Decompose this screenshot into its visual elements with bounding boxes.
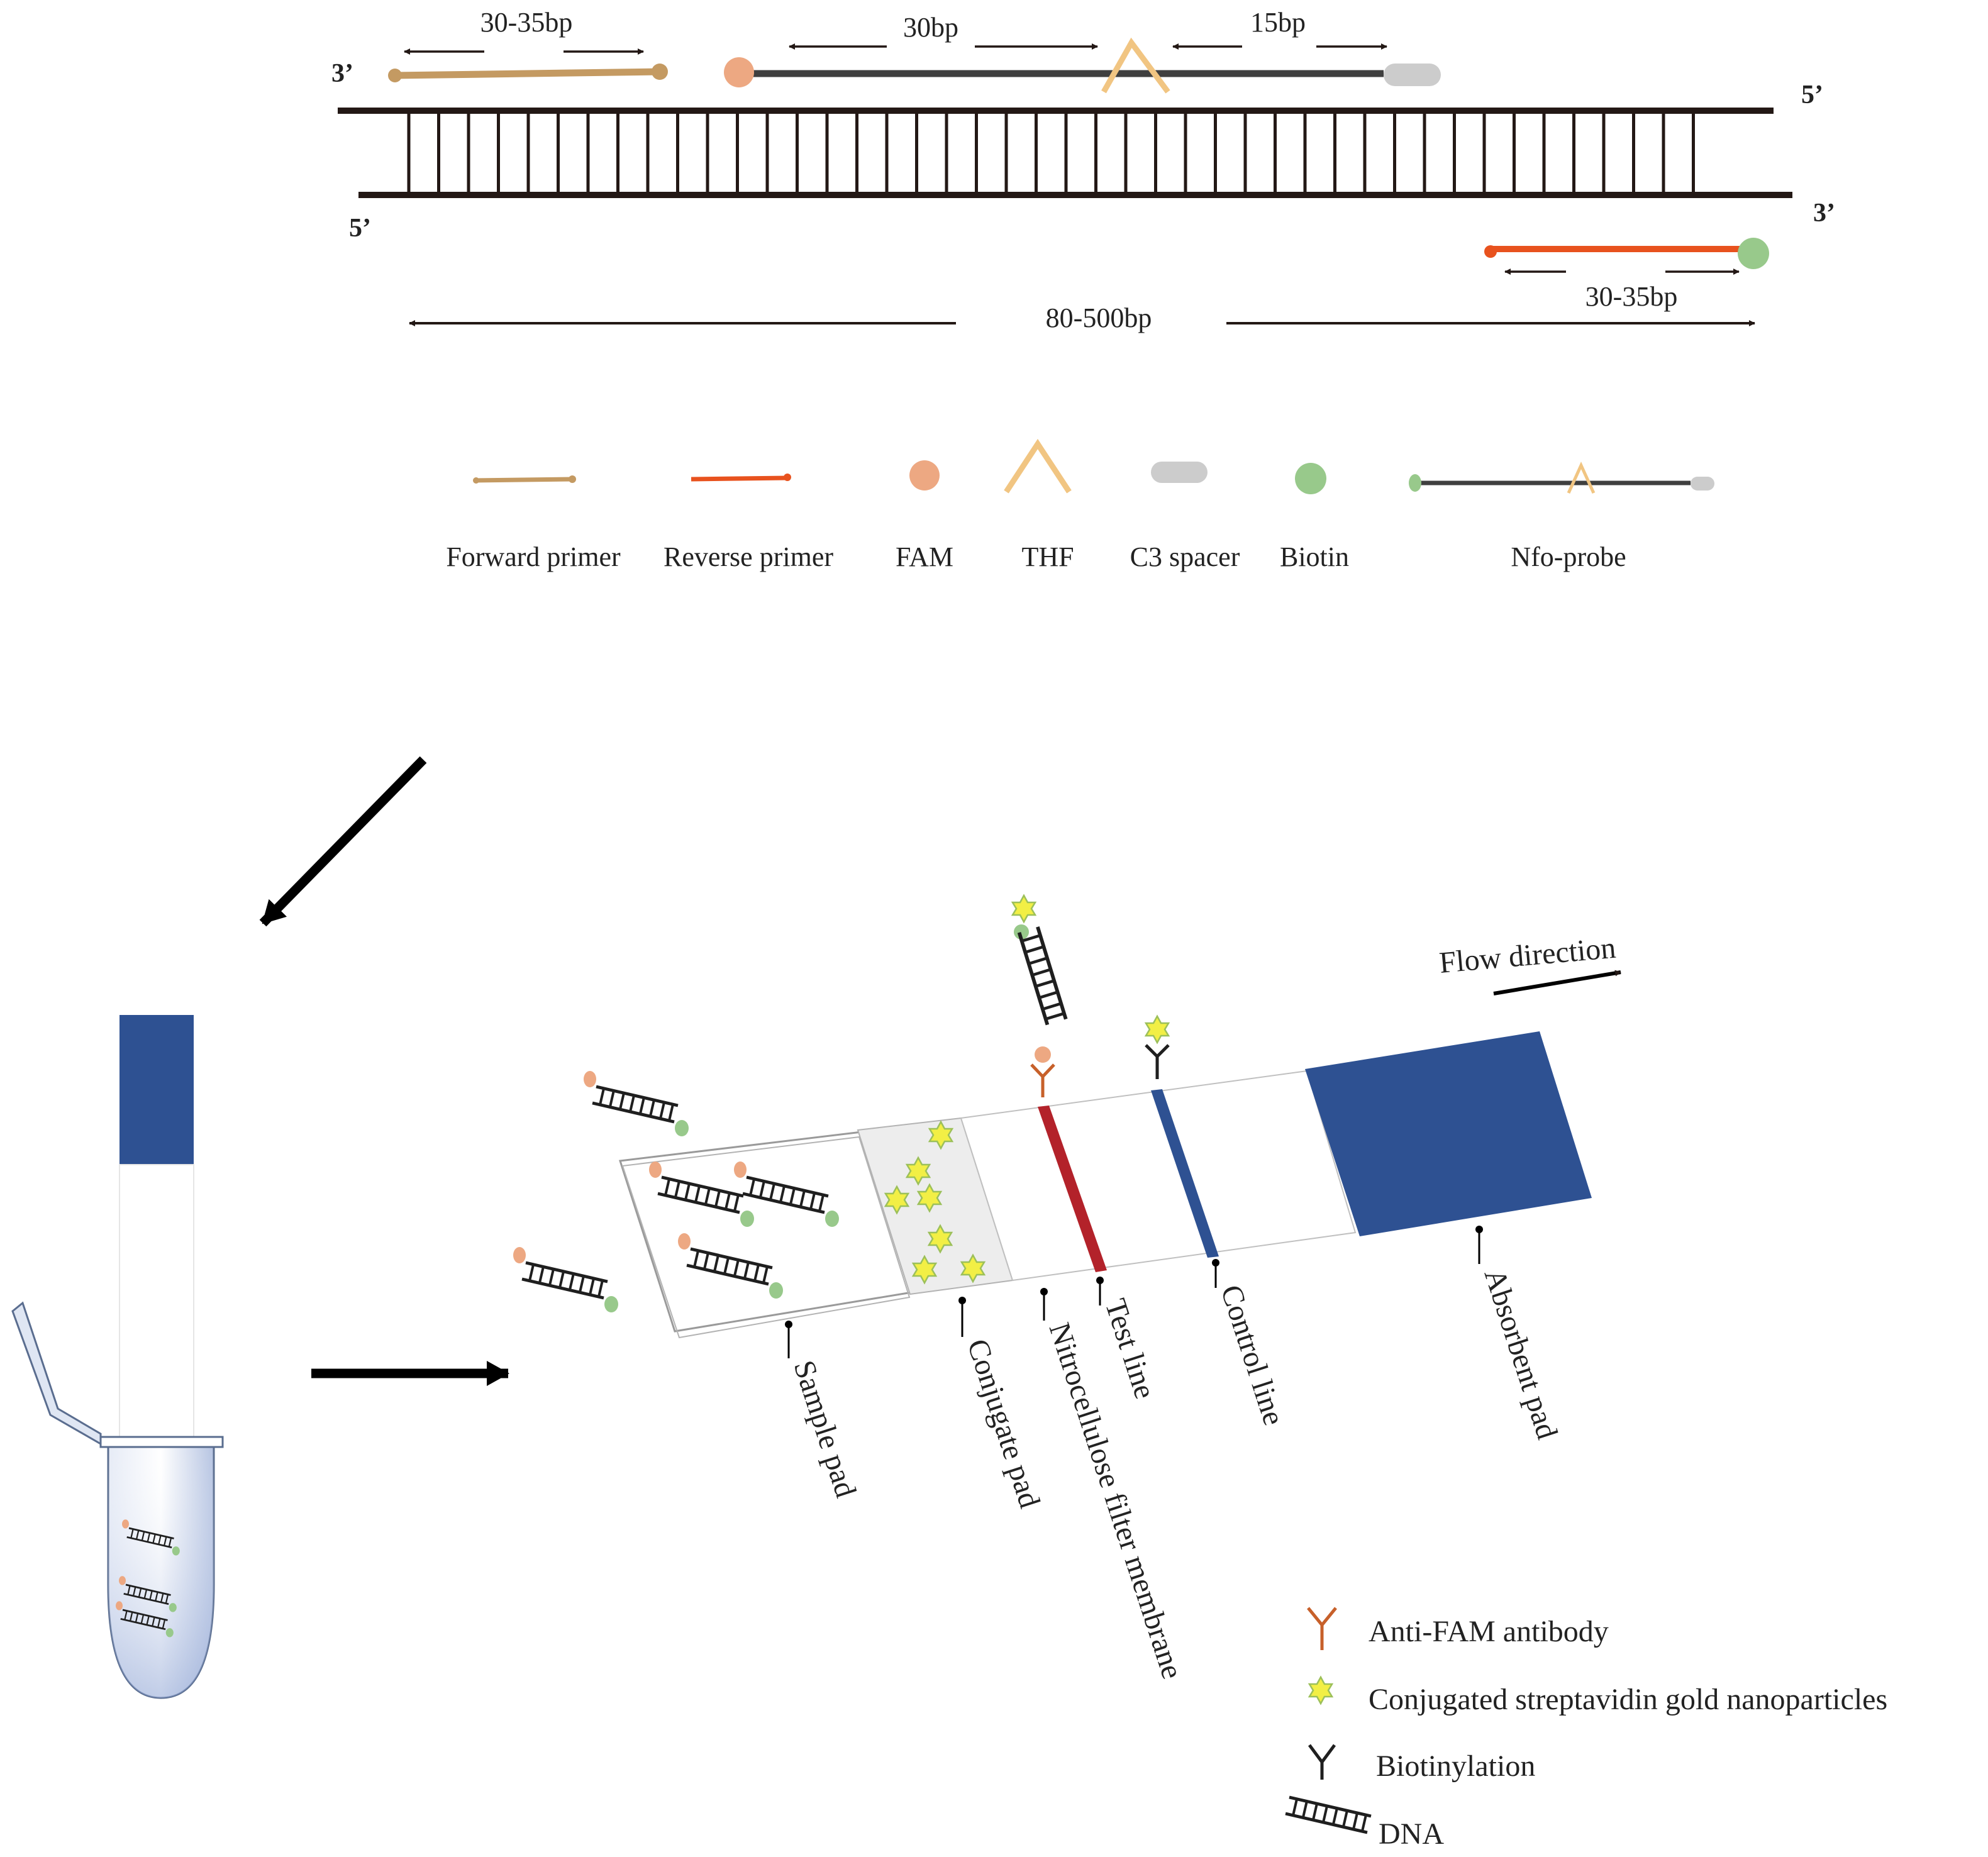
end-label-top-right: 5’ — [1801, 80, 1823, 109]
end-label-top-left: 3’ — [331, 59, 353, 88]
legend-gold-nanoparticles: Conjugated streptavidin gold nanoparticl… — [1308, 1676, 1887, 1716]
antibody-icon — [1307, 1607, 1337, 1650]
legend-biotinylation: Biotinylation — [1308, 1744, 1535, 1783]
fam-icon — [909, 460, 940, 491]
flow-direction: Flow direction — [1438, 931, 1621, 995]
forward-primer-length: 30-35bp — [480, 7, 573, 38]
flow-direction-label: Flow direction — [1438, 931, 1617, 980]
control-line — [1151, 1089, 1219, 1258]
biotin-dot — [1738, 238, 1769, 269]
legend-gold-nanoparticles-label: Conjugated streptavidin gold nanoparticl… — [1369, 1683, 1887, 1716]
nitrocellulose-label: Nitrocellulose filter membrane — [1043, 1319, 1189, 1683]
legend-dna: DNA — [1286, 1797, 1444, 1851]
test-line — [1038, 1106, 1107, 1272]
end-label-bottom-left: 5’ — [349, 214, 371, 243]
legend-reverse-primer: Reverse primer — [664, 474, 833, 572]
legend-anti-fam: Anti-FAM antibody — [1307, 1607, 1609, 1650]
probe-left-length: 30bp — [903, 12, 958, 43]
test-line-label: Test line — [1099, 1295, 1162, 1403]
biotinylation-icon — [1145, 1044, 1170, 1079]
amplicon-length: 80-500bp — [1046, 302, 1152, 333]
biotin-icon — [1295, 463, 1326, 494]
legend-anti-fam-label: Anti-FAM antibody — [1369, 1615, 1609, 1648]
forward-primer — [388, 64, 668, 82]
c3-spacer-pill — [1384, 64, 1441, 86]
lateral-flow-strip: Flow direction Sample pad Conjugate pad … — [513, 894, 1621, 1683]
legend-fam: FAM — [896, 460, 953, 572]
legend-bottom: Anti-FAM antibody Conjugated streptavidi… — [1286, 1607, 1887, 1851]
legend-biotin-label: Biotin — [1280, 541, 1349, 572]
legend-fam-label: FAM — [896, 541, 953, 572]
test-line-capture — [1001, 894, 1085, 1097]
thf-icon — [1004, 438, 1072, 494]
dna-ladder-icon — [1286, 1797, 1371, 1832]
legend-reverse-primer-label: Reverse primer — [664, 541, 833, 572]
sample-dna-5 — [513, 1247, 618, 1312]
biotinylation-icon — [1308, 1744, 1336, 1780]
forward-primer-dimension: 30-35bp — [404, 7, 644, 55]
reverse-primer — [1484, 238, 1769, 269]
sample-dna-1 — [584, 1071, 689, 1136]
legend-forward-primer-label: Forward primer — [446, 541, 621, 572]
legend-c3-spacer-label: C3 spacer — [1130, 541, 1240, 572]
legend-thf: THF — [1004, 438, 1074, 572]
gold-nanoparticle-star-icon — [1308, 1676, 1333, 1705]
absorbent-pad-label: Absorbent pad — [1478, 1265, 1564, 1443]
c3-spacer-icon — [1151, 462, 1208, 483]
vertical-strip-body — [119, 1164, 194, 1441]
legend-biotin: Biotin — [1280, 463, 1349, 572]
legend-nfo-probe: Nfo-probe — [1409, 461, 1714, 572]
legend-nfo-probe-label: Nfo-probe — [1511, 541, 1626, 572]
fam-dot — [724, 57, 754, 87]
sample-pad — [621, 1136, 911, 1339]
legend-top: Forward primer Reverse primer FAM THF C3… — [446, 438, 1714, 572]
dna-duplex — [338, 108, 1792, 198]
vertical-strip-absorbent — [119, 1015, 194, 1165]
probe-dimensions: 30bp 15bp — [789, 7, 1387, 50]
tube-with-strip — [11, 1015, 224, 1699]
legend-c3-spacer: C3 spacer — [1130, 462, 1240, 572]
reverse-primer-dimension: 30-35bp — [1504, 269, 1740, 312]
absorbent-pad — [1305, 1031, 1592, 1236]
antibody-icon — [1030, 1063, 1055, 1097]
reverse-primer-length: 30-35bp — [1585, 281, 1678, 312]
tube-lid — [11, 1301, 102, 1446]
legend-forward-primer: Forward primer — [446, 475, 621, 572]
control-line-capture — [1145, 1015, 1170, 1079]
control-line-label: Control line — [1214, 1281, 1291, 1429]
nfo-probe — [724, 37, 1441, 94]
sample-pad-label: Sample pad — [787, 1356, 863, 1502]
legend-thf-label: THF — [1021, 541, 1074, 572]
process-arrow-diagonal — [259, 756, 427, 927]
legend-dna-label: DNA — [1379, 1817, 1444, 1851]
end-label-bottom-right: 3’ — [1813, 199, 1835, 228]
probe-right-length: 15bp — [1250, 7, 1306, 38]
conjugate-pad-label: Conjugate pad — [961, 1335, 1047, 1512]
amplicon-dimension: 80-500bp — [409, 302, 1755, 333]
legend-biotinylation-label: Biotinylation — [1376, 1749, 1535, 1783]
thf-chevron — [1101, 37, 1170, 94]
nitrocellulose-membrane — [960, 1070, 1357, 1282]
